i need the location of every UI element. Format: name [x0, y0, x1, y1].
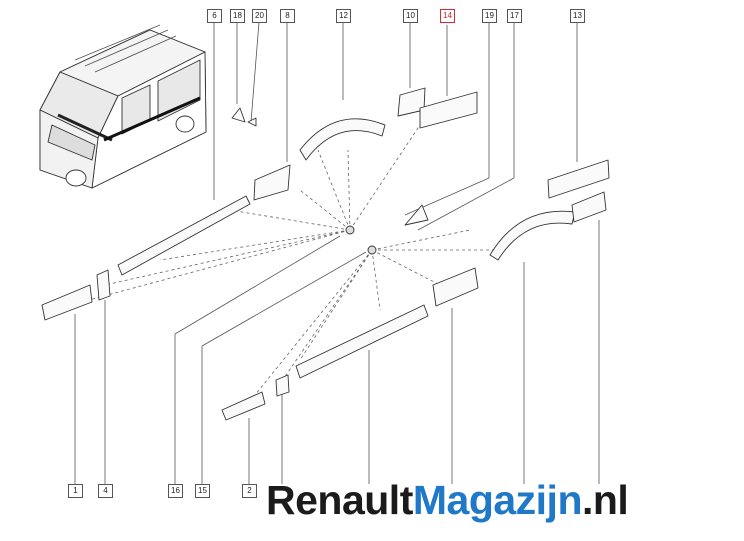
callout-17[interactable]: 17: [507, 9, 522, 23]
part-8-trim-panel: [253, 164, 291, 201]
part-19-strip: [404, 204, 429, 226]
leader-20: [250, 21, 260, 123]
callout-18[interactable]: 18: [230, 9, 245, 23]
part-1-trim: [41, 284, 93, 321]
callout-6[interactable]: 6: [207, 9, 222, 23]
part-14-panel: [419, 91, 478, 129]
part-13-panel: [547, 159, 610, 199]
callout-20[interactable]: 20: [252, 9, 267, 23]
callout-16[interactable]: 16: [168, 484, 183, 498]
leader-clip-15: [201, 251, 367, 347]
leader-clip-19: [404, 177, 490, 216]
fastener-leaders: [69, 124, 500, 396]
brand-part-renault: Renault: [266, 477, 413, 523]
part-3-clip: [275, 374, 290, 397]
brand-watermark: RenaultMagazijn.nl: [266, 472, 742, 528]
callout-12[interactable]: 12: [336, 9, 351, 23]
part-18-clip: [231, 107, 246, 123]
callout-13[interactable]: 13: [570, 9, 585, 23]
brand-part-tld: .nl: [582, 477, 629, 523]
part-20-clip: [247, 117, 257, 127]
brand-part-magazijn: Magazijn: [412, 477, 583, 523]
part-6-sill-strip: [117, 195, 251, 276]
part-4-clip: [96, 269, 111, 301]
callout-14-highlighted[interactable]: 14: [440, 9, 455, 23]
part-5-panel: [571, 191, 607, 223]
part-9-wheel-arch: [489, 210, 576, 261]
callout-4[interactable]: 4: [98, 484, 113, 498]
fastener-hubs: [345, 225, 377, 255]
callout-10[interactable]: 10: [403, 9, 418, 23]
leader-clip-17: [417, 177, 515, 231]
van-illustration: [39, 24, 207, 189]
part-7-strip: [432, 267, 479, 307]
leader-clip-16: [174, 235, 341, 335]
callout-15[interactable]: 15: [195, 484, 210, 498]
parts: [41, 87, 610, 421]
callout-8[interactable]: 8: [280, 9, 295, 23]
callout-19[interactable]: 19: [482, 9, 497, 23]
part-12-wheel-arch: [299, 118, 386, 161]
callout-2[interactable]: 2: [242, 484, 257, 498]
part-2-trim: [221, 391, 266, 421]
part-11-sill-strip: [295, 304, 429, 379]
callout-1[interactable]: 1: [68, 484, 83, 498]
